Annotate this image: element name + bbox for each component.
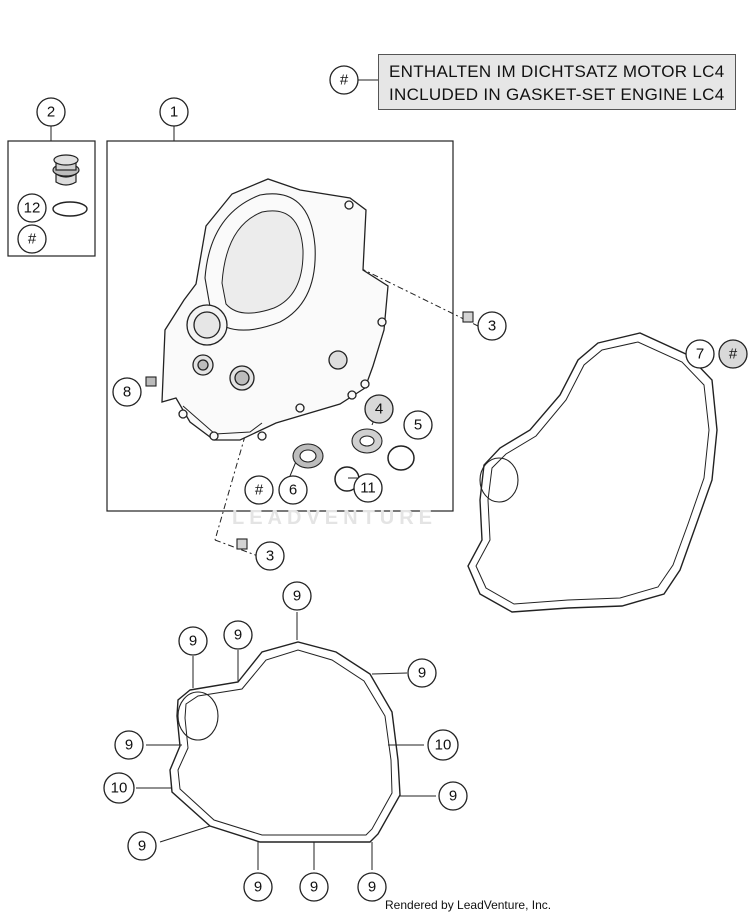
callout-9-bottom-2[interactable]: 9 bbox=[299, 872, 329, 902]
callout-12[interactable]: 12 bbox=[17, 193, 47, 223]
callout-9-upper-mid-label: 9 bbox=[234, 627, 242, 644]
callout-7[interactable]: 7 bbox=[685, 339, 715, 369]
callout-9-bottom-1-label: 9 bbox=[254, 879, 262, 896]
callout-9-upper-mid[interactable]: 9 bbox=[223, 620, 253, 650]
gasket-lower bbox=[169, 641, 401, 843]
callout-2-hash-label: # bbox=[28, 231, 37, 248]
watermark: LEADVENTURE bbox=[232, 507, 438, 529]
callout-9-lower-left[interactable]: 9 bbox=[127, 831, 157, 861]
callout-6-hash[interactable]: # bbox=[244, 475, 274, 505]
callout-2-hash[interactable]: # bbox=[17, 224, 47, 254]
callout-1-label: 1 bbox=[170, 104, 178, 121]
callout-3-upper[interactable]: 3 bbox=[477, 311, 507, 341]
callout-10-left-label: 10 bbox=[111, 780, 128, 797]
callout-6-hash-label: # bbox=[255, 482, 264, 499]
callout-9-upper-left-label: 9 bbox=[189, 633, 197, 650]
gasket-upper-port bbox=[479, 457, 519, 503]
callout-9-right[interactable]: 9 bbox=[438, 781, 468, 811]
callout-8[interactable]: 8 bbox=[112, 377, 142, 407]
callout-6-label: 6 bbox=[289, 482, 297, 499]
callout-9-upper-left[interactable]: 9 bbox=[178, 626, 208, 656]
legend-line-de: ENTHALTEN IM DICHTSATZ MOTOR LC4 bbox=[389, 62, 725, 81]
gasket-leaders bbox=[136, 612, 436, 870]
callout-12-label: 12 bbox=[24, 200, 41, 217]
callout-3-lower-label: 3 bbox=[266, 548, 274, 565]
callout-7-label: 7 bbox=[696, 346, 704, 363]
footer-credit: Rendered by LeadVenture, Inc. bbox=[385, 898, 552, 912]
callout-4-label: 4 bbox=[375, 401, 383, 418]
callout-9-bottom-2-label: 9 bbox=[310, 879, 318, 896]
legend-symbol-label: # bbox=[340, 72, 349, 89]
callout-5-label: 5 bbox=[414, 417, 422, 434]
clutch-cover bbox=[161, 178, 389, 441]
cover-assembly-frame bbox=[106, 140, 454, 512]
legend-box: ENTHALTEN IM DICHTSATZ MOTOR LC4 INCLUDE… bbox=[378, 54, 736, 110]
callout-9-bottom-1[interactable]: 9 bbox=[243, 872, 273, 902]
legend-symbol: # bbox=[329, 65, 359, 95]
callout-2[interactable]: 2 bbox=[36, 97, 66, 127]
callout-3-lower[interactable]: 3 bbox=[255, 541, 285, 571]
callout-1[interactable]: 1 bbox=[159, 97, 189, 127]
callout-9-upper-right-label: 9 bbox=[418, 665, 426, 682]
gasket-lower-inner bbox=[177, 649, 393, 836]
callout-6[interactable]: 6 bbox=[278, 475, 308, 505]
legend-line-en: INCLUDED IN GASKET-SET ENGINE LC4 bbox=[389, 85, 725, 104]
gasket-upper bbox=[467, 332, 718, 613]
callout-9-top[interactable]: 9 bbox=[282, 581, 312, 611]
callout-7-hash-label: # bbox=[729, 346, 738, 363]
callout-9-lower-left-label: 9 bbox=[138, 838, 146, 855]
callout-4[interactable]: 4 bbox=[364, 394, 394, 424]
gasket-lower-port bbox=[177, 691, 219, 741]
callout-9-left-label: 9 bbox=[125, 737, 133, 754]
callout-2-label: 2 bbox=[47, 104, 55, 121]
callout-10-right[interactable]: 10 bbox=[427, 729, 459, 761]
gasket-upper-inner bbox=[475, 341, 710, 605]
callout-9-right-label: 9 bbox=[449, 788, 457, 805]
callout-9-upper-right[interactable]: 9 bbox=[407, 658, 437, 688]
callout-8-label: 8 bbox=[123, 384, 131, 401]
oil-filler-cap bbox=[52, 154, 88, 217]
callout-11-label: 11 bbox=[360, 480, 376, 497]
callout-11[interactable]: 11 bbox=[353, 473, 383, 503]
callout-10-left[interactable]: 10 bbox=[103, 772, 135, 804]
callout-9-top-label: 9 bbox=[293, 588, 301, 605]
callout-5[interactable]: 5 bbox=[403, 410, 433, 440]
callout-7-hash[interactable]: # bbox=[718, 339, 748, 369]
callout-9-bottom-3-label: 9 bbox=[368, 879, 376, 896]
callout-9-bottom-3[interactable]: 9 bbox=[357, 872, 387, 902]
callout-9-left[interactable]: 9 bbox=[114, 730, 144, 760]
callout-3-upper-label: 3 bbox=[488, 318, 496, 335]
callout-10-right-label: 10 bbox=[435, 737, 452, 754]
